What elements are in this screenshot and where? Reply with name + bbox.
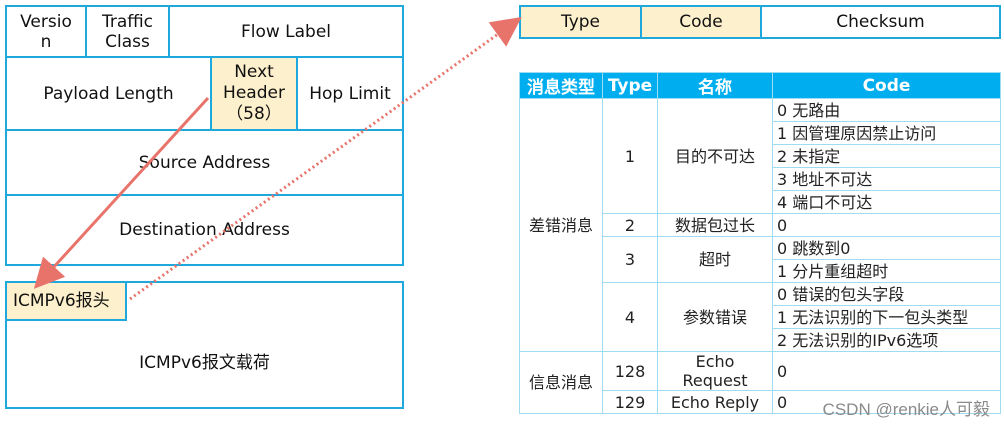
type-cell: 2 xyxy=(602,213,658,237)
field-type: Type xyxy=(519,5,642,39)
icmpv6-message-table: 消息类型 Type 名称 Code 差错消息 1 目的不可达 0 无路由 1 因… xyxy=(519,72,1001,414)
table-row: 2 无法识别的IPv6选项 xyxy=(520,328,1001,352)
watermark: CSDN @renkie人可毅 xyxy=(822,400,990,419)
code-cell: 0 xyxy=(772,351,1001,391)
code-cell: 3 地址不可达 xyxy=(772,167,1001,191)
table-row: 3 超时 0 跳数到0 xyxy=(520,236,1001,283)
field-source-address: Source Address xyxy=(5,129,404,196)
name-cell: 数据包过长 xyxy=(657,213,773,237)
code-cell: 0 xyxy=(772,390,1001,414)
name-cell: Echo Request xyxy=(657,351,773,391)
ipv6-header-diagram: Versio n Traffic Class Flow Label Payloa… xyxy=(0,0,410,270)
col-header-code: Code xyxy=(772,72,1001,99)
table-row: 129 Echo Reply 0 xyxy=(520,390,1001,414)
name-cell: 超时 xyxy=(657,236,773,283)
col-header-type: Type xyxy=(602,72,658,99)
code-cell: 1 分片重组超时 xyxy=(772,259,1001,283)
code-cell: 2 无法识别的IPv6选项 xyxy=(772,328,1001,352)
name-cell: Echo Reply xyxy=(657,390,773,414)
table-row: 信息消息 128 Echo Request 0 xyxy=(519,351,1001,414)
category-error: 差错消息 xyxy=(519,98,603,352)
code-cell: 0 xyxy=(772,213,1001,237)
col-header-category: 消息类型 xyxy=(519,72,603,99)
col-header-name: 名称 xyxy=(657,72,773,99)
icmpv6-header-box: ICMPv6报头 xyxy=(5,281,127,321)
code-cell: 1 因管理原因禁止访问 xyxy=(772,121,1001,145)
name-cell: 参数错误 xyxy=(657,282,773,352)
code-cell: 0 无路由 xyxy=(772,98,1001,122)
type-cell: 128 xyxy=(602,351,658,391)
field-flow-label: Flow Label xyxy=(168,5,404,58)
type-cell: 4 xyxy=(602,282,658,352)
type-cell: 1 xyxy=(602,98,658,214)
table-row: 1 无法识别的下一包头类型 xyxy=(520,305,1001,329)
field-destination-address: Destination Address xyxy=(5,194,404,266)
code-cell: 4 端口不可达 xyxy=(772,190,1001,214)
icmpv6-payload-label: ICMPv6报文载荷 xyxy=(139,353,270,373)
field-hop-limit: Hop Limit xyxy=(296,56,404,131)
type-cell: 3 xyxy=(602,236,658,283)
field-checksum: Checksum xyxy=(760,5,1001,39)
field-payload-length: Payload Length xyxy=(5,56,212,131)
type-cell: 129 xyxy=(602,390,658,414)
table-row: 1 因管理原因禁止访问 xyxy=(520,121,1001,145)
code-cell: 1 无法识别的下一包头类型 xyxy=(772,305,1001,329)
table-row: 差错消息 1 目的不可达 0 无路由 xyxy=(519,98,1001,352)
code-cell: 0 跳数到0 xyxy=(772,236,1001,260)
table-header-row: 消息类型 Type 名称 Code xyxy=(519,72,1001,99)
field-code: Code xyxy=(640,5,762,39)
code-cell: 2 未指定 xyxy=(772,144,1001,168)
field-next-header: Next Header （58） xyxy=(210,56,298,131)
table-row: 2 数据包过长 0 xyxy=(520,213,1001,237)
field-version: Versio n xyxy=(5,5,87,58)
name-cell: 目的不可达 xyxy=(657,98,773,214)
code-cell: 0 错误的包头字段 xyxy=(772,282,1001,306)
icmpv6-header-label: ICMPv6报头 xyxy=(13,291,110,311)
table-row: 2 未指定 xyxy=(520,144,1001,168)
field-traffic-class: Traffic Class xyxy=(85,5,170,58)
category-info: 信息消息 xyxy=(519,351,603,414)
